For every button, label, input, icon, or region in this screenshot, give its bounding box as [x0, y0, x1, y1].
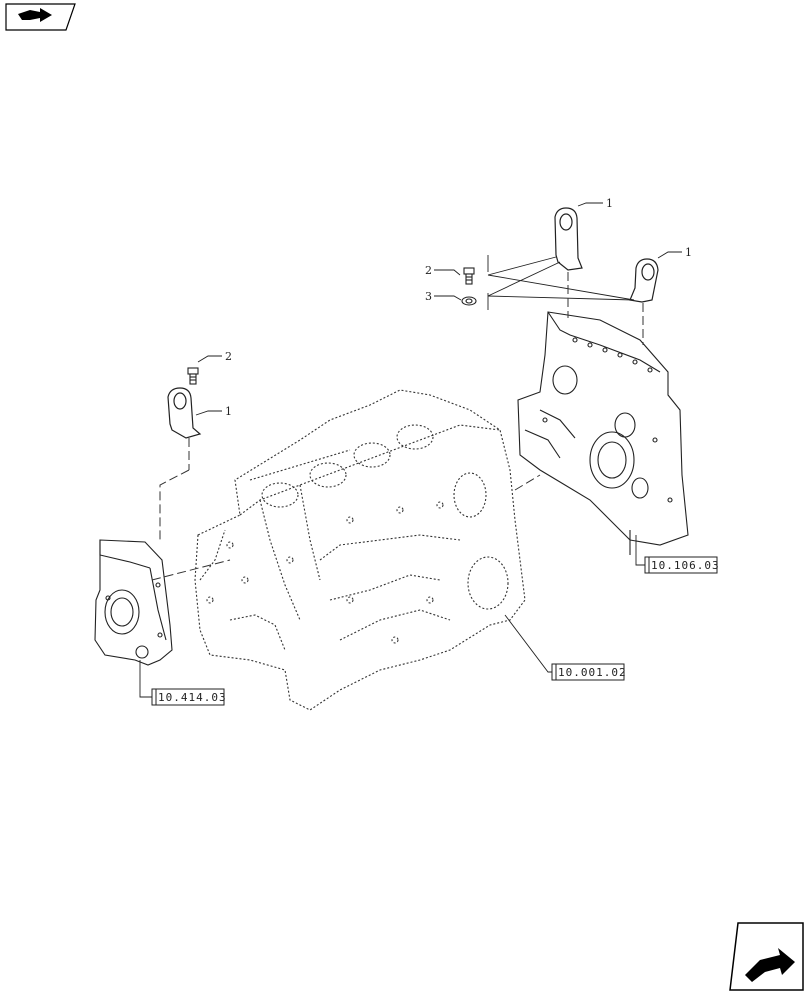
callout-numbers: 1 1 2 3 2 1 — [225, 197, 692, 418]
lifting-bracket-top — [554, 207, 583, 271]
lifting-bracket-right — [629, 258, 659, 303]
washer — [461, 296, 477, 306]
housing — [94, 539, 173, 666]
reference-box-block[interactable]: 10.001.02 — [551, 663, 627, 681]
prev-page-arrow-icon[interactable] — [5, 3, 76, 31]
callout-1-top: 1 — [606, 197, 613, 210]
callout-1-right: 1 — [685, 246, 692, 259]
callout-1-left: 1 — [225, 405, 232, 418]
callout-2-left: 2 — [225, 350, 232, 363]
reference-box-front-cover[interactable]: 10.106.03 — [644, 556, 720, 574]
next-page-arrow-icon[interactable] — [729, 922, 804, 991]
reference-label-block: 10.001.02 — [558, 666, 627, 679]
reference-label-front-cover: 10.106.03 — [651, 559, 720, 572]
screw-left — [187, 367, 199, 385]
alignment-lines — [151, 272, 644, 581]
lifting-bracket-left — [167, 387, 202, 439]
reference-label-housing: 10.414.03 — [158, 691, 227, 704]
screw-right — [463, 267, 475, 285]
leader-lines — [139, 202, 682, 698]
callout-3-right: 3 — [425, 290, 432, 303]
front-cover — [517, 311, 689, 555]
callout-2-right: 2 — [425, 264, 432, 277]
engine-block — [194, 389, 526, 711]
reference-box-housing[interactable]: 10.414.03 — [151, 688, 227, 706]
